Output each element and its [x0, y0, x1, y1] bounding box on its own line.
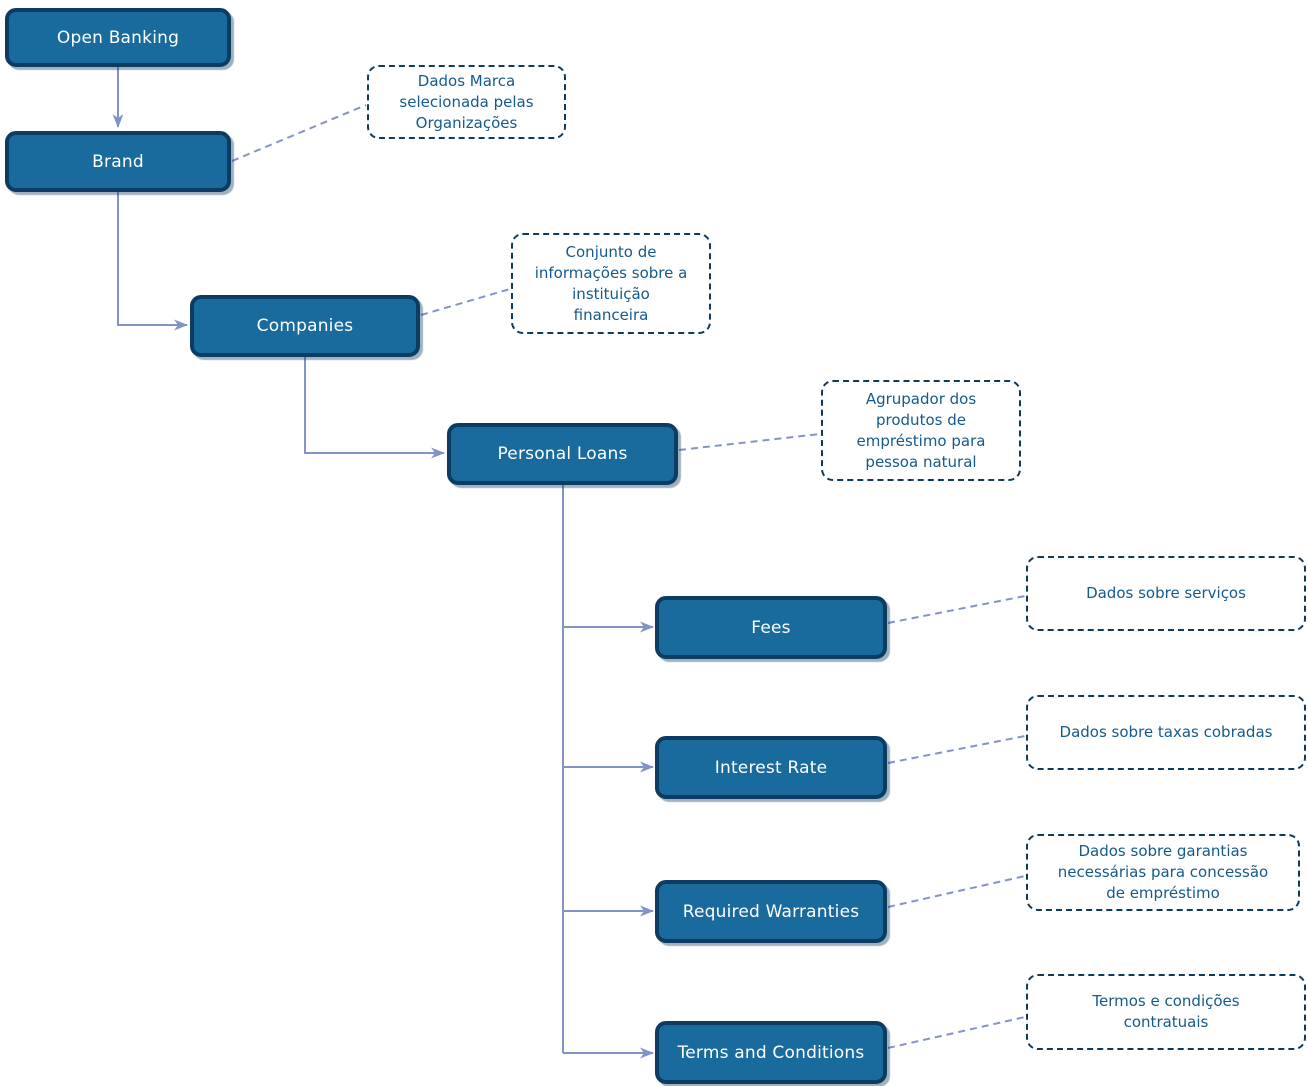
annotation-required-warranties: Dados sobre garantias necessárias para c…: [1026, 834, 1300, 911]
node-brand: Brand: [5, 131, 231, 192]
node-interest-rate-label: Interest Rate: [714, 757, 828, 778]
annotation-fees: Dados sobre serviços: [1026, 556, 1306, 631]
annotation-brand-text: Dados Marca selecionada pelas Organizaçõ…: [399, 71, 534, 132]
annotation-companies-text: Conjunto de informações sobre a institui…: [534, 242, 688, 324]
node-fees-label: Fees: [751, 617, 791, 638]
node-open-banking-label: Open Banking: [56, 27, 180, 48]
edge-brand-companies: [117, 192, 188, 331]
edge-companies-personalloans: [304, 357, 445, 459]
node-companies-label: Companies: [256, 316, 354, 336]
note-edge-personalloans: [678, 433, 821, 451]
note-edge-requiredwarranties: [887, 875, 1026, 908]
node-interest-rate: Interest Rate: [655, 736, 887, 799]
node-personal-loans-label: Personal Loans: [497, 444, 628, 464]
annotation-personal-loans: Agrupador dos produtos de empréstimo par…: [821, 380, 1021, 481]
annotation-interest-rate: Dados sobre taxas cobradas: [1026, 695, 1306, 770]
annotation-fees-text: Dados sobre serviços: [1086, 584, 1246, 602]
note-edge-fees: [887, 595, 1026, 624]
node-required-warranties-label: Required Warranties: [682, 901, 860, 922]
annotation-brand: Dados Marca selecionada pelas Organizaçõ…: [367, 65, 566, 139]
annotation-interest-rate-text: Dados sobre taxas cobradas: [1059, 723, 1273, 741]
annotation-companies: Conjunto de informações sobre a institui…: [511, 233, 711, 334]
node-fees: Fees: [655, 596, 887, 659]
node-required-warranties: Required Warranties: [655, 880, 887, 943]
annotation-required-warranties-text: Dados sobre garantias necessárias para c…: [1057, 842, 1269, 902]
node-terms-and-conditions: Terms and Conditions: [655, 1021, 887, 1084]
annotation-terms-and-conditions: Termos e condições contratuais: [1026, 974, 1306, 1050]
note-edge-interestrate: [887, 735, 1026, 764]
note-edge-termsandconditions: [887, 1016, 1026, 1049]
note-edge-brand: [231, 104, 367, 162]
node-open-banking: Open Banking: [5, 8, 231, 67]
node-companies: Companies: [190, 295, 420, 357]
node-terms-and-conditions-label: Terms and Conditions: [677, 1042, 865, 1063]
annotation-terms-and-conditions-text: Termos e condições contratuais: [1092, 992, 1240, 1031]
node-personal-loans: Personal Loans: [447, 423, 678, 485]
node-brand-label: Brand: [92, 151, 144, 172]
annotation-personal-loans-text: Agrupador dos produtos de empréstimo par…: [856, 389, 986, 471]
note-edge-companies: [420, 288, 511, 316]
